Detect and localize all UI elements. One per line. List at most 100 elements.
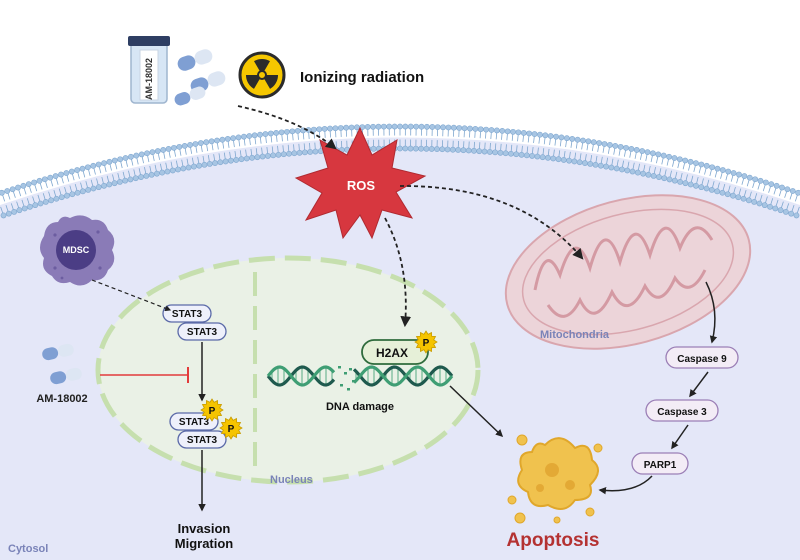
phospho-label-3: P (423, 338, 430, 349)
lipid (63, 170, 76, 198)
lipid (687, 160, 699, 188)
lipid (471, 125, 479, 154)
arrow-caspase3-to-parp1 (671, 424, 689, 450)
lipid (677, 157, 689, 185)
mitochondria-label: Mitochondria (540, 329, 610, 341)
phospho-label-1: P (209, 406, 216, 417)
lipid (423, 123, 430, 152)
drug-bottle: AM-18002 (128, 36, 170, 104)
lipid (84, 164, 97, 192)
lipid (449, 124, 457, 153)
lipid (481, 126, 490, 155)
dna-helix (266, 365, 454, 391)
lipid (284, 128, 292, 157)
lipid (375, 123, 382, 152)
stat3-p-bottom-box (177, 430, 227, 449)
lipid (597, 141, 608, 169)
lipid (101, 160, 113, 188)
lipid (418, 123, 425, 152)
lipid (305, 127, 314, 155)
arrow-radiation-to-ros (237, 105, 337, 150)
lipid (751, 177, 764, 205)
cytosol-label: Cytosol (8, 543, 48, 555)
parp1-label: PARP1 (644, 460, 677, 471)
lipid (407, 123, 414, 152)
lipid (133, 152, 144, 180)
dna-damage-label: DNA damage (326, 401, 394, 413)
capsules-left (42, 343, 82, 385)
lipid (661, 153, 672, 182)
mdsc-cell (40, 215, 115, 286)
lipid (735, 173, 748, 201)
lipid (640, 149, 651, 177)
lipid (587, 139, 597, 167)
lipid (4, 188, 17, 215)
lipid (310, 126, 319, 155)
lipid (36, 177, 49, 205)
mitochondria (504, 194, 752, 350)
lipid (529, 131, 538, 159)
lipid (756, 179, 769, 207)
lipid (25, 181, 39, 209)
apoptosis-label: Apoptosis (507, 530, 600, 551)
lipid (613, 143, 624, 172)
ros-label: ROS (347, 178, 376, 193)
stat3-bottom-label: STAT3 (187, 327, 218, 338)
lipid (555, 134, 565, 163)
lipid (181, 142, 192, 171)
lipid (149, 149, 160, 177)
lipid (508, 128, 516, 157)
lipid (592, 140, 603, 168)
stat3-top-box (162, 304, 212, 323)
lipid (246, 133, 255, 161)
arrow-dna-to-apoptosis (449, 385, 504, 438)
lipid (724, 170, 737, 198)
bottle-label: AM-18002 (144, 58, 154, 100)
stat3-p-top-label: STAT3 (179, 417, 210, 428)
lipid (772, 184, 785, 212)
nucleus (95, 255, 481, 485)
lipid (128, 153, 139, 182)
lipid (708, 165, 721, 193)
lipid (767, 182, 780, 210)
apoptotic-cell (507, 434, 603, 524)
lipid (9, 186, 23, 214)
lipid (79, 165, 92, 193)
mdsc-label: MDSC (63, 245, 90, 255)
lipid (666, 155, 678, 183)
lipid (745, 176, 759, 204)
lipid (316, 126, 324, 155)
lipid (693, 161, 705, 189)
lipid (95, 161, 107, 189)
lipid (566, 136, 576, 164)
lipid (230, 135, 240, 163)
lipid (273, 130, 282, 158)
lipid (370, 123, 377, 152)
lipid (714, 167, 726, 195)
lipid (20, 182, 33, 210)
radiation-label: Ionizing radiation (300, 69, 424, 86)
outcome-invasion: Invasion (178, 521, 231, 536)
lipid (476, 126, 484, 155)
lipid (187, 142, 197, 170)
lipid (703, 164, 716, 192)
caspase3-box (645, 399, 719, 422)
lipid (645, 150, 656, 178)
cell-membrane (0, 123, 800, 219)
lipid (117, 156, 129, 184)
lipid (58, 171, 70, 199)
phospho-badge-3 (414, 330, 438, 354)
arrow-ros-to-mito (399, 185, 584, 260)
lipid (90, 162, 102, 191)
lipid (671, 156, 683, 184)
stat3-bottom-box (177, 322, 227, 341)
stat3-p-bottom-label: STAT3 (187, 435, 218, 446)
lipid (545, 133, 554, 161)
lipid (455, 125, 463, 153)
lipid (619, 144, 629, 173)
lipid (47, 174, 60, 202)
lipid (52, 173, 65, 201)
lipid (154, 148, 166, 176)
lipid (698, 162, 710, 191)
lipid (15, 184, 28, 212)
